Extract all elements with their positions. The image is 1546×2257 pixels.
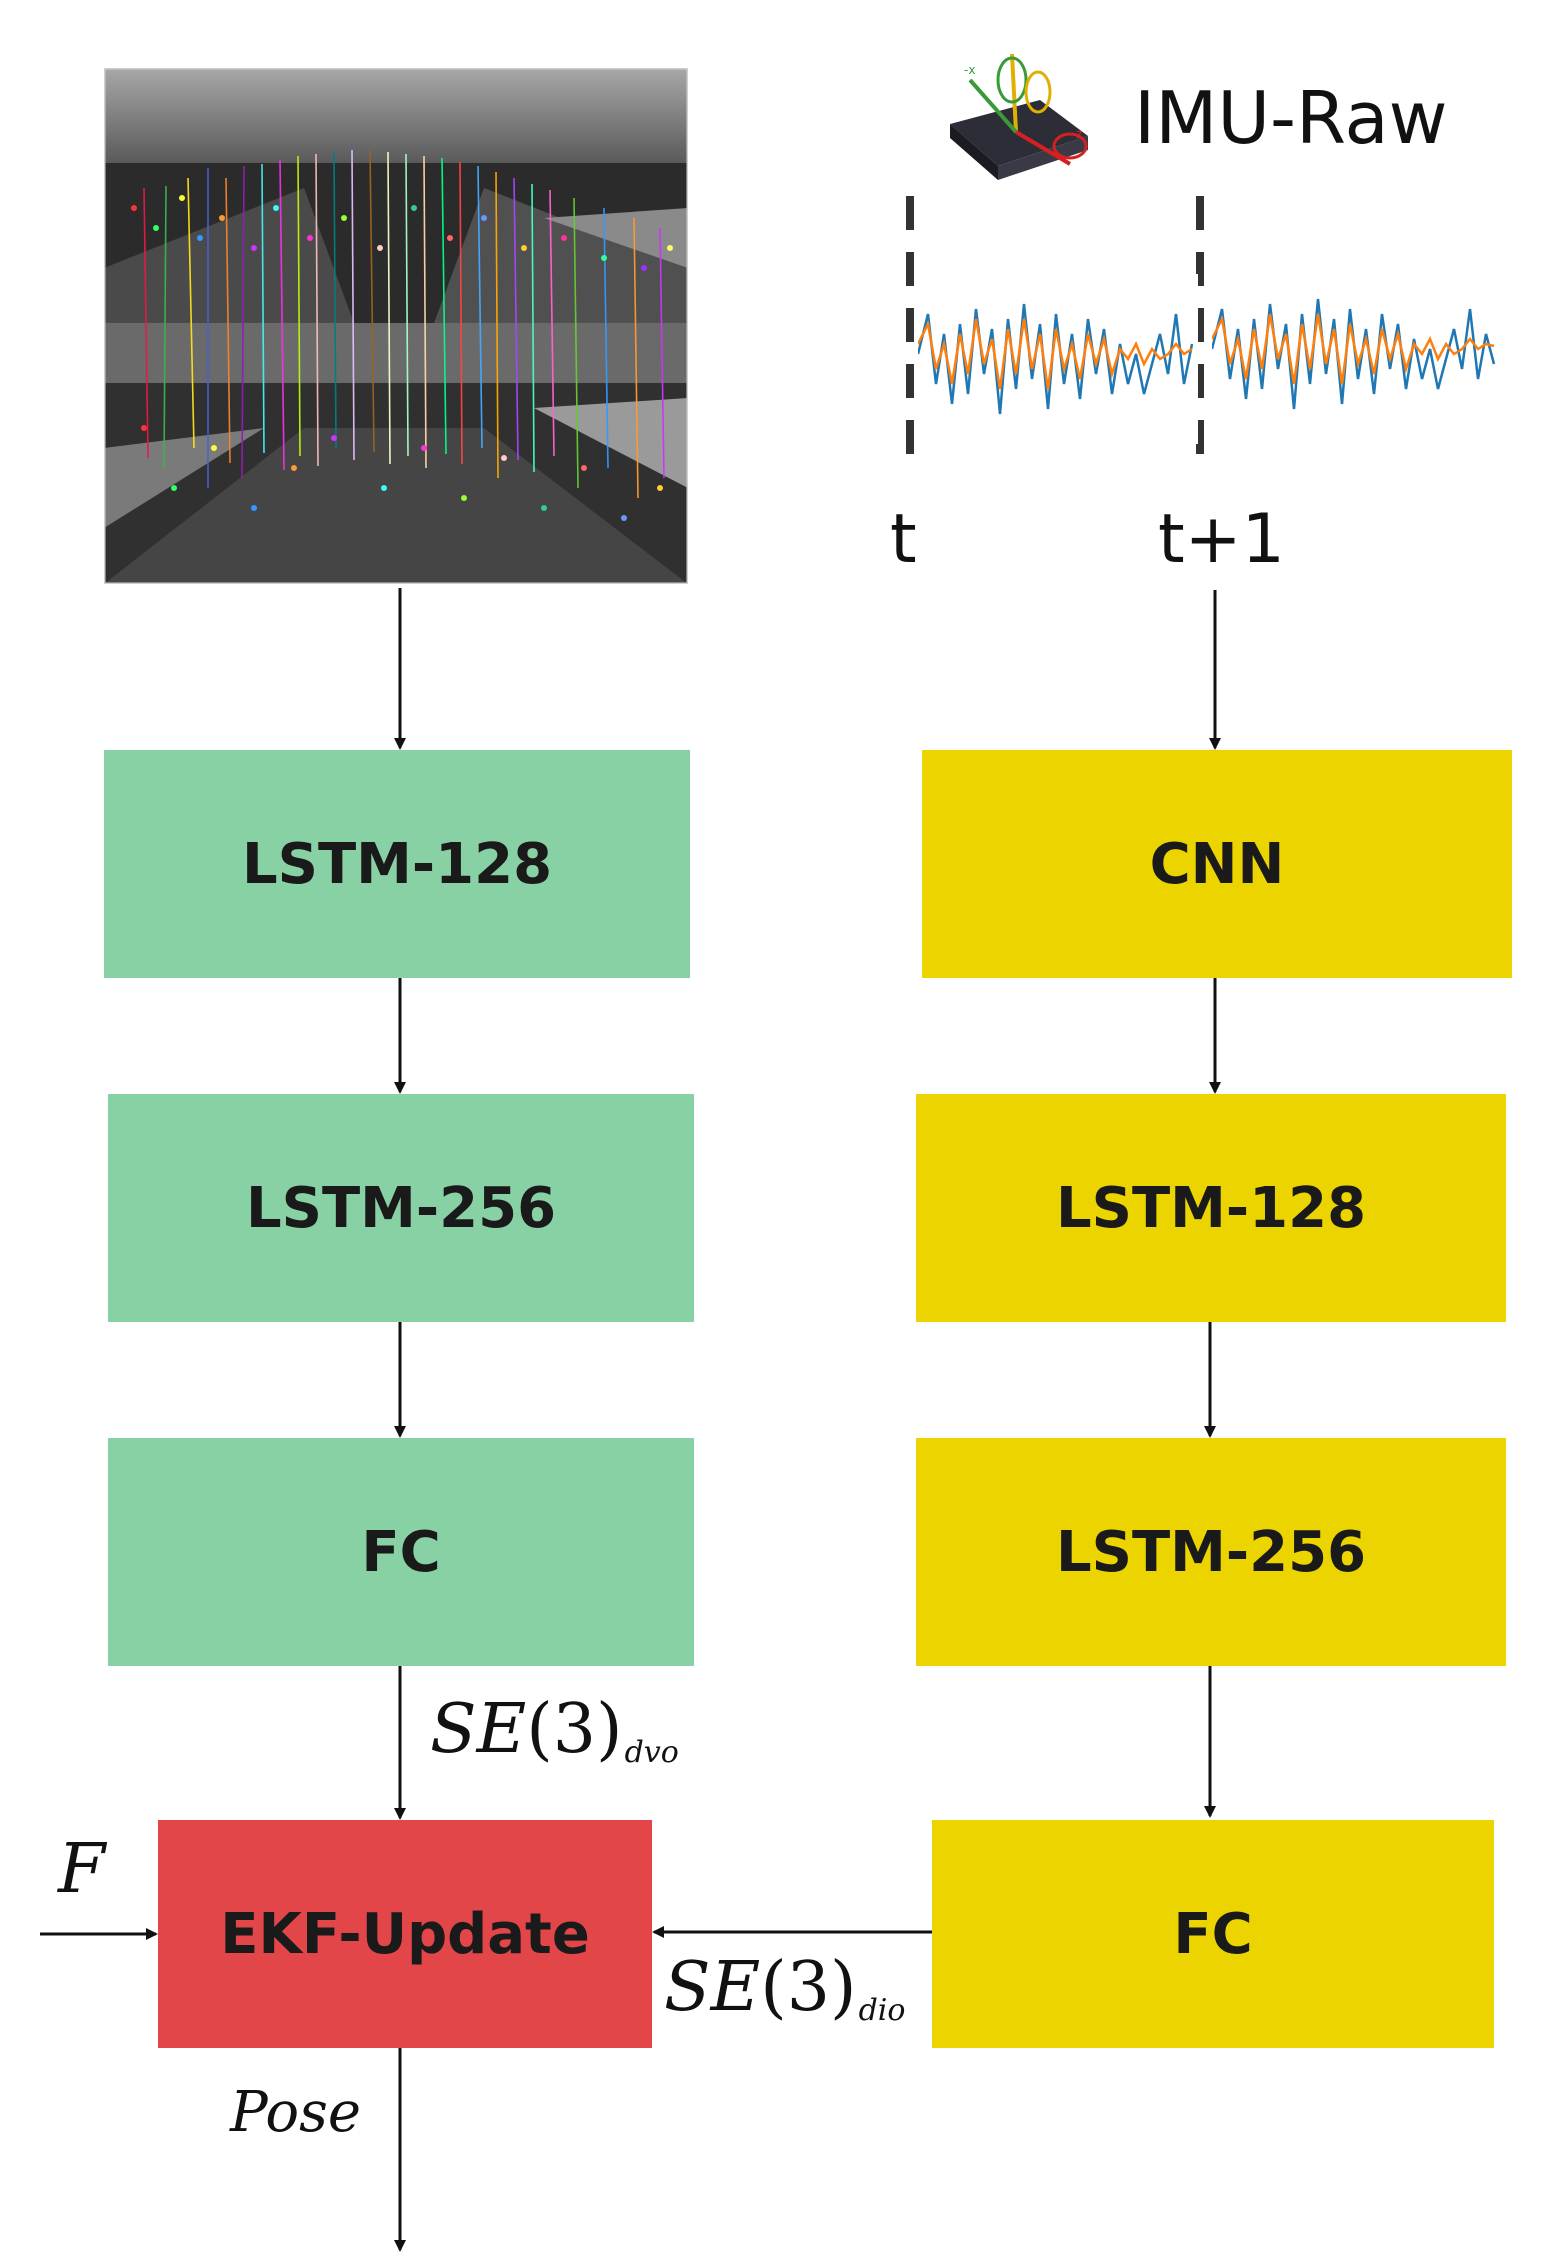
inertial-lstm-128-box: LSTM-128	[916, 1094, 1506, 1322]
inertial-fc-box: FC	[932, 1820, 1494, 2048]
ekf-update-box: EKF-Update	[158, 1820, 652, 2048]
se3-dio-label: SE(3)dio	[664, 1948, 906, 2028]
svg-text:-x: -x	[964, 63, 975, 77]
f-input-label: F	[58, 1830, 106, 1909]
se3-dvo-label: SE(3)dvo	[430, 1690, 679, 1770]
imu-raw-title: IMU-Raw	[1134, 76, 1448, 160]
inertial-lstm-256-box: LSTM-256	[916, 1438, 1506, 1666]
time-label-t-plus-1: t+1	[1158, 500, 1285, 579]
visual-lstm-128-box: LSTM-128	[104, 750, 690, 978]
imu-signal-plot-t1	[1212, 274, 1502, 436]
time-label-t: t	[890, 500, 917, 579]
imu-sensor-icon: -x z	[920, 40, 1106, 194]
imu-signal-plot-t	[918, 274, 1198, 444]
inertial-cnn-box: CNN	[922, 750, 1512, 978]
visual-lstm-256-box: LSTM-256	[108, 1094, 694, 1322]
visual-fc-box: FC	[108, 1438, 694, 1666]
svg-text:z: z	[1076, 127, 1082, 141]
pose-output-label: Pose	[230, 2080, 362, 2145]
road-feature-matching-image	[104, 68, 688, 584]
